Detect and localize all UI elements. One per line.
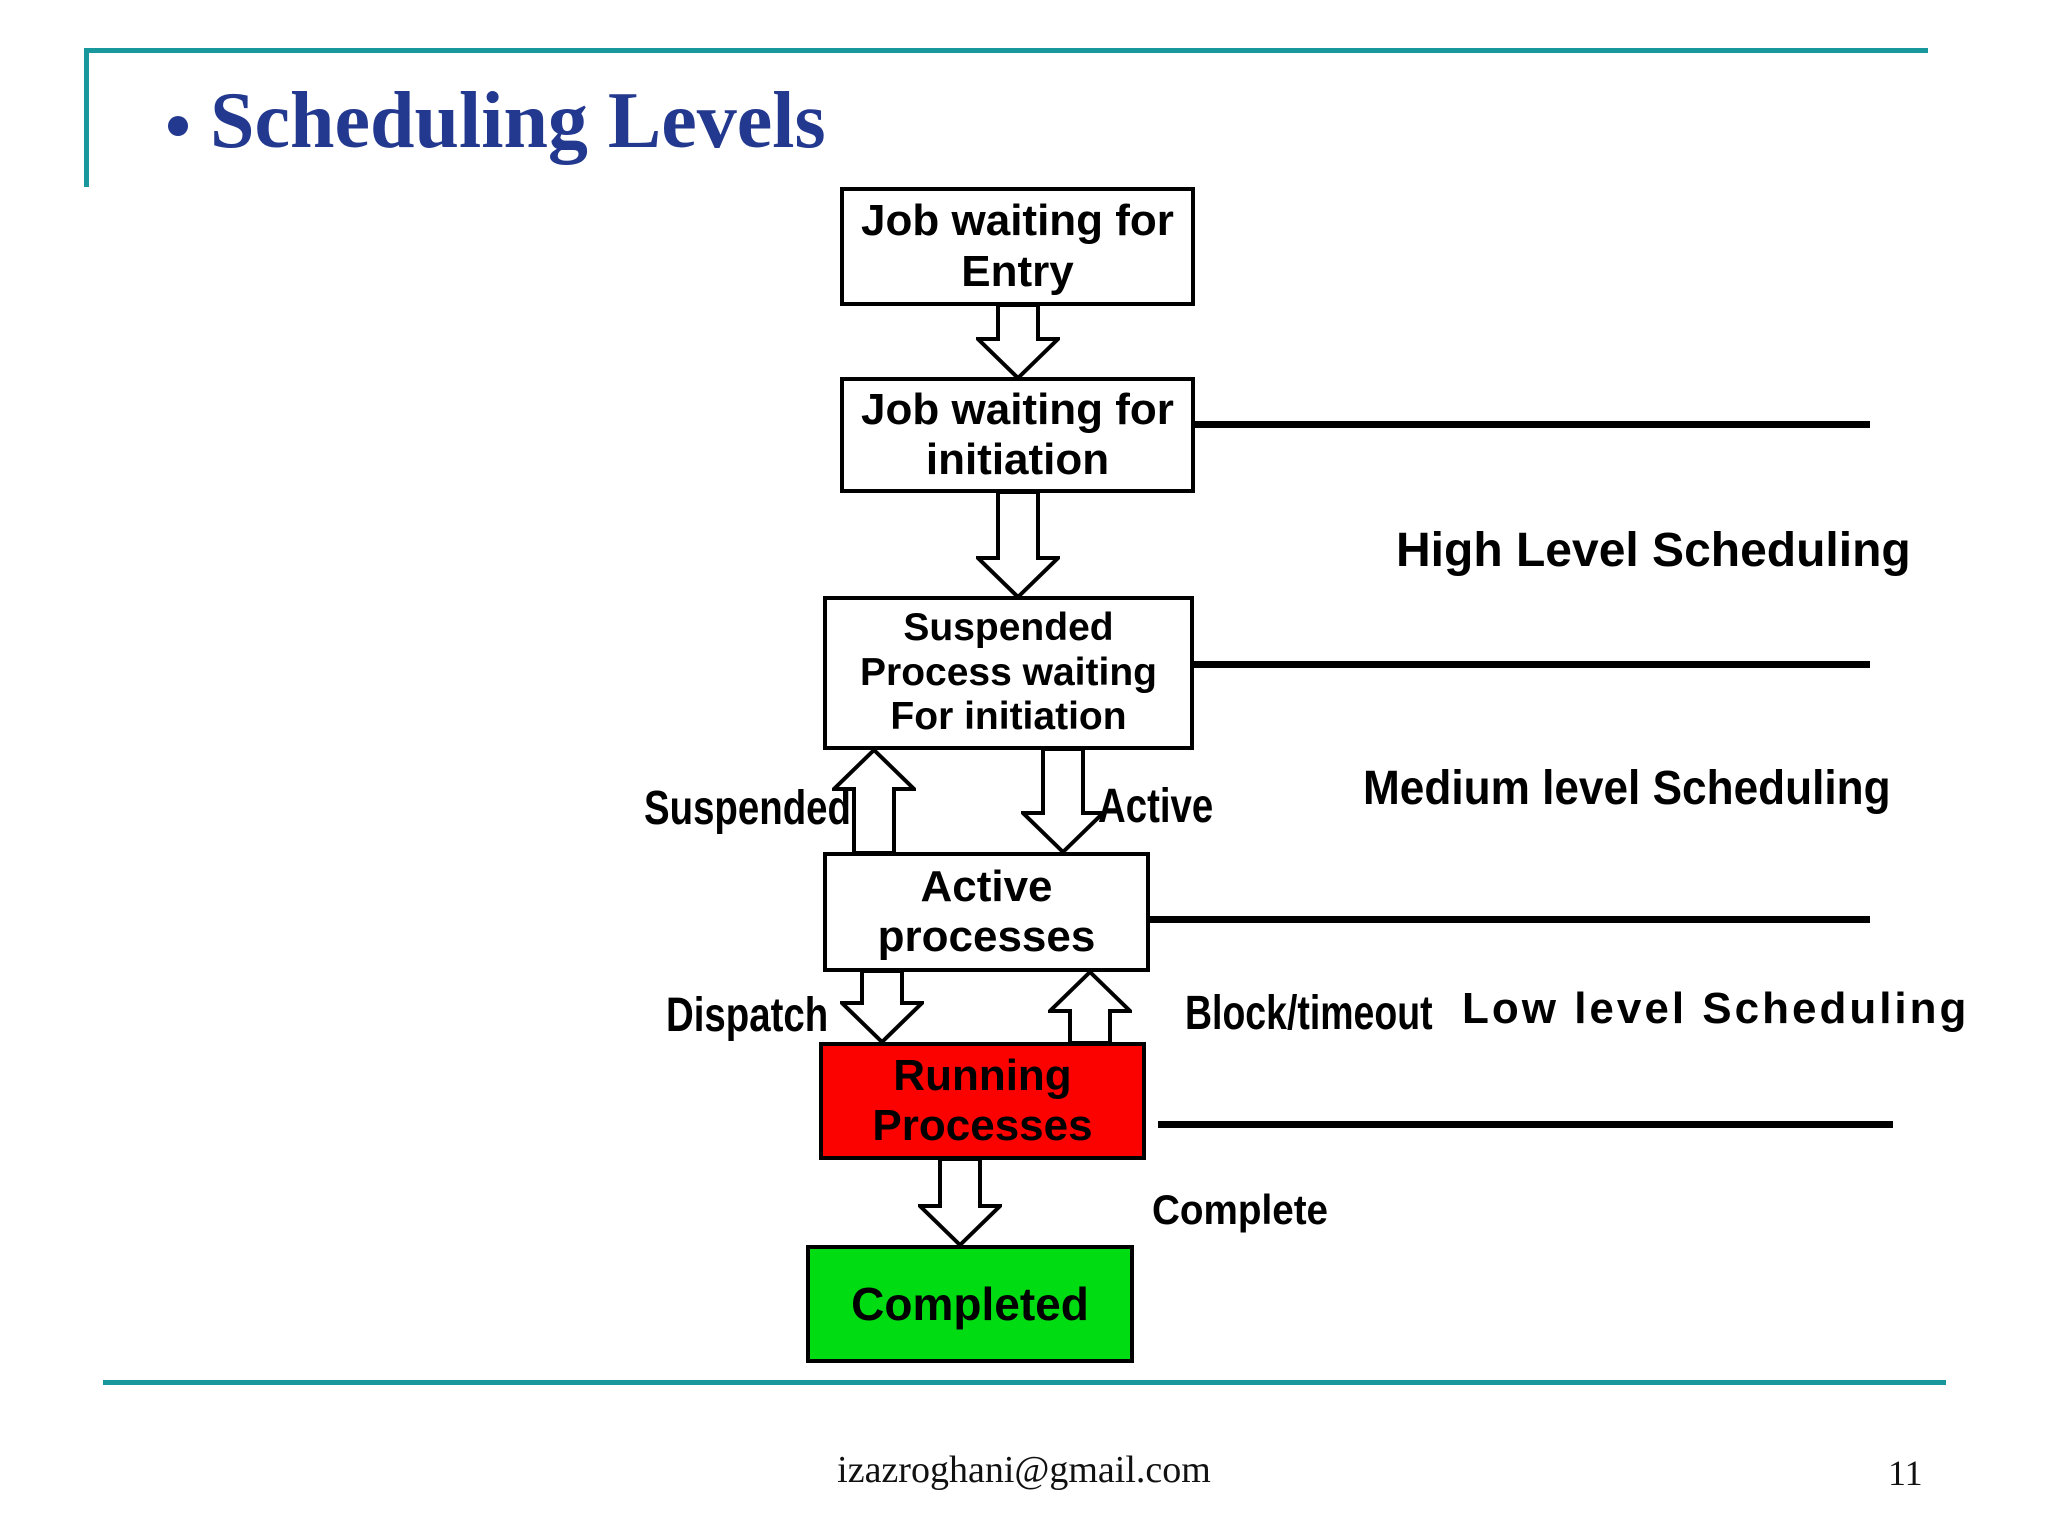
label-dispatch: Dispatch [666, 989, 829, 1042]
down-arrow-entry-to-initiation-icon [976, 303, 1060, 381]
up-arrow-suspended-icon [832, 747, 916, 855]
box-text-line: Process waiting [860, 650, 1157, 694]
box-running-processes: Running Processes [819, 1042, 1146, 1160]
level-separator-line-medium [1194, 661, 1870, 668]
box-text-line: processes [877, 912, 1096, 961]
box-text-line: Running [893, 1050, 1072, 1100]
box-text-line: Suspended [903, 606, 1114, 650]
level-separator-line-high [1195, 421, 1870, 428]
label-medium-level-scheduling: Medium level Scheduling [1363, 762, 1891, 815]
footer-email: izazroghani@gmail.com [837, 1449, 1211, 1491]
box-job-waiting-for-entry: Job waiting for Entry [840, 187, 1195, 306]
box-text-line: Job waiting for [861, 384, 1174, 434]
label-complete: Complete [1152, 1186, 1329, 1233]
box-text-line: Active [920, 861, 1053, 911]
title-bullet-icon [168, 116, 188, 136]
label-block-timeout: Block/timeout [1185, 987, 1433, 1040]
box-job-waiting-for-initiation: Job waiting for initiation [840, 377, 1195, 493]
label-suspended: Suspended [644, 782, 851, 835]
bottom-accent-rule [103, 1380, 1946, 1385]
box-active-processes: Active processes [823, 852, 1150, 972]
box-text-line: Job waiting for [861, 196, 1174, 246]
box-text-line: For initiation [890, 695, 1127, 739]
box-text-line: Entry [961, 246, 1074, 296]
box-text-line: initiation [925, 435, 1110, 484]
box-text-line: Processes [872, 1101, 1093, 1150]
up-arrow-block-timeout-icon [1048, 969, 1132, 1045]
box-text-line: Completed [851, 1277, 1089, 1330]
down-arrow-active-icon [1021, 747, 1105, 855]
level-separator-line-low [1150, 916, 1870, 923]
down-arrow-dispatch-icon [840, 969, 924, 1045]
page-title: Scheduling Levels [210, 77, 826, 165]
box-suspended-process-waiting: Suspended Process waiting For initiation [823, 596, 1194, 750]
page-number: 11 [1888, 1453, 1923, 1493]
label-low-level-scheduling: Low level Scheduling [1462, 984, 1970, 1033]
down-arrow-initiation-to-suspended-icon [976, 490, 1060, 600]
box-completed: Completed [806, 1245, 1134, 1363]
label-high-level-scheduling: High Level Scheduling [1396, 524, 1911, 577]
level-separator-line-running [1158, 1121, 1893, 1128]
top-accent-rule [84, 48, 1928, 53]
label-active: Active [1098, 780, 1214, 833]
down-arrow-complete-icon [918, 1157, 1002, 1248]
left-accent-rule [84, 48, 89, 187]
